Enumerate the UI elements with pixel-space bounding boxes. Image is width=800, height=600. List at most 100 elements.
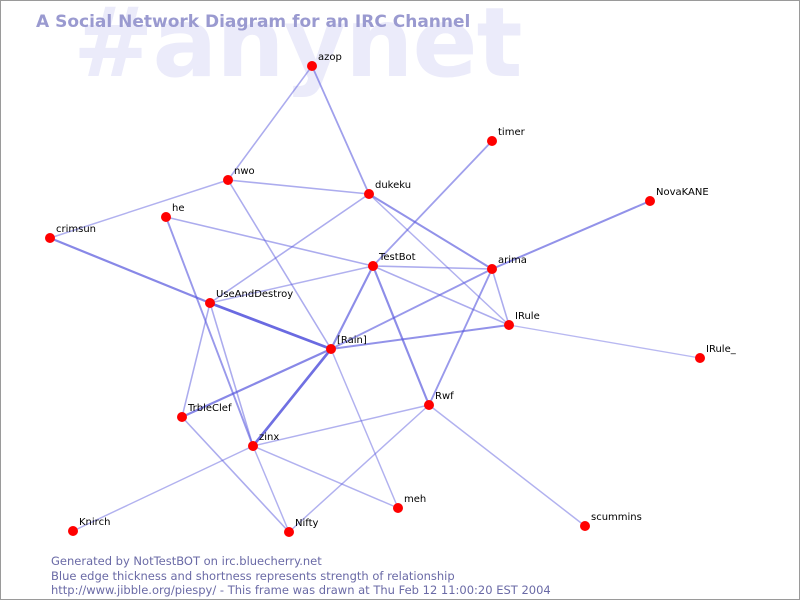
node-dot [177, 412, 187, 422]
node-dukeku: dukeku [364, 180, 411, 199]
node-label: dukeku [375, 180, 411, 191]
edge-he-TestBot [165, 216, 374, 267]
node-TrbleClef: TrbleClef [177, 403, 232, 422]
node-dot [487, 264, 497, 274]
edge-NovaKANE-arima [490, 199, 652, 271]
node-dot [695, 353, 705, 363]
footer-notes: Generated by NotTestBOT on irc.bluecherr… [51, 554, 551, 598]
node-label: Knirch [79, 517, 110, 528]
edge-Rwf-scummins [428, 404, 586, 527]
node-label: [Rain] [337, 335, 367, 346]
node-Knirch: Knirch [68, 517, 110, 536]
node-Rwf: Rwf [424, 391, 454, 410]
node-label: timer [498, 127, 526, 138]
edge-IRule-IRule_ [508, 324, 701, 359]
node-timer: timer [487, 127, 526, 146]
edge-layer [48, 65, 701, 533]
edge-crimsun-UseAndDestroy [48, 236, 212, 305]
node-dot [393, 503, 403, 513]
edge-TestBot-Rwf [371, 264, 431, 407]
edge-azop-nwo [227, 65, 313, 181]
node-azop: azop [307, 52, 342, 71]
edge-zinx-meh [252, 445, 399, 509]
node-dot [45, 233, 55, 243]
edge-arima-IRule [491, 268, 510, 326]
edge-arima-Rain [330, 268, 493, 350]
edge-zinx-Knirch [72, 445, 254, 532]
node-dot [248, 441, 258, 451]
edge-Rain-zinx [251, 347, 333, 448]
node-nwo: nwo [223, 166, 255, 185]
node-meh: meh [393, 494, 426, 513]
node-label: UseAndDestroy [216, 289, 293, 300]
edge-TestBot-arima [372, 265, 493, 270]
edge-nwo-crimsun [49, 179, 229, 239]
node-dot [68, 526, 78, 536]
edge-nwo-Rain [227, 179, 332, 350]
node-dot [580, 521, 590, 531]
node-label: IRule_ [706, 344, 737, 355]
edge-TestBot-Rain [329, 264, 375, 351]
edge-UseAndDestroy-Rain [208, 301, 333, 351]
node-Nifty: Nifty [284, 518, 319, 537]
node-crimsun: crimsun [45, 224, 96, 243]
diagram-title: A Social Network Diagram for an IRC Chan… [36, 12, 471, 32]
node-arima: arima [487, 255, 527, 274]
node-IRule: IRule [504, 311, 540, 330]
node-label: crimsun [56, 224, 96, 235]
edge-Rain-meh [330, 348, 399, 509]
node-label: Rwf [435, 391, 454, 402]
node-label: zinx [259, 432, 279, 443]
node-dot [424, 400, 434, 410]
edge-azop-dukeku [311, 65, 370, 195]
node-dot [487, 136, 497, 146]
node-zinx: zinx [248, 432, 279, 451]
node-dot [368, 261, 378, 271]
node-dot [364, 189, 374, 199]
footer-legend-note: Blue edge thickness and shortness repres… [51, 568, 455, 583]
edge-arima-Rwf [428, 268, 493, 406]
node-dot [205, 298, 215, 308]
edge-Rwf-zinx [252, 404, 430, 447]
node-dot [284, 527, 294, 537]
node-label: nwo [234, 166, 255, 177]
node-label: scummins [591, 512, 642, 523]
node-label: he [172, 203, 185, 214]
node-UseAndDestroy: UseAndDestroy [205, 289, 293, 308]
node-label: meh [404, 494, 426, 505]
node-Rain: [Rain] [326, 335, 367, 354]
node-label: NovaKANE [656, 187, 709, 198]
edge-Rain-TrbleClef [180, 347, 333, 419]
node-label: IRule [515, 311, 540, 322]
node-label: TestBot [378, 252, 416, 263]
edge-TrbleClef-Nifty [181, 416, 290, 533]
footer-generated-by: Generated by NotTestBOT on irc.bluecherr… [51, 554, 322, 568]
node-dot [326, 344, 336, 354]
node-TestBot: TestBot [368, 252, 416, 271]
edge-TestBot-UseAndDestroy [209, 265, 374, 304]
node-NovaKANE: NovaKANE [645, 187, 709, 206]
node-scummins: scummins [580, 512, 642, 531]
node-he: he [161, 203, 185, 222]
node-IRule_: IRule_ [695, 344, 737, 363]
node-dot [223, 175, 233, 185]
edge-dukeku-arima [367, 192, 494, 271]
edge-he-zinx [165, 216, 254, 447]
edge-zinx-Nifty [252, 445, 290, 533]
edge-dukeku-UseAndDestroy [209, 193, 370, 304]
node-label: Nifty [295, 518, 319, 529]
node-dot [161, 212, 171, 222]
node-label: arima [498, 255, 527, 266]
channel-watermark: #anynet [73, 0, 522, 99]
node-label: azop [318, 52, 342, 63]
edge-Rwf-Nifty [288, 404, 430, 533]
node-dot [307, 61, 317, 71]
footer-url-timestamp: http://www.jibble.org/piespy/ - This fra… [51, 583, 551, 597]
edge-TestBot-IRule [372, 265, 510, 326]
node-dot [645, 196, 655, 206]
node-dot [504, 320, 514, 330]
edge-UseAndDestroy-TrbleClef [181, 302, 211, 418]
